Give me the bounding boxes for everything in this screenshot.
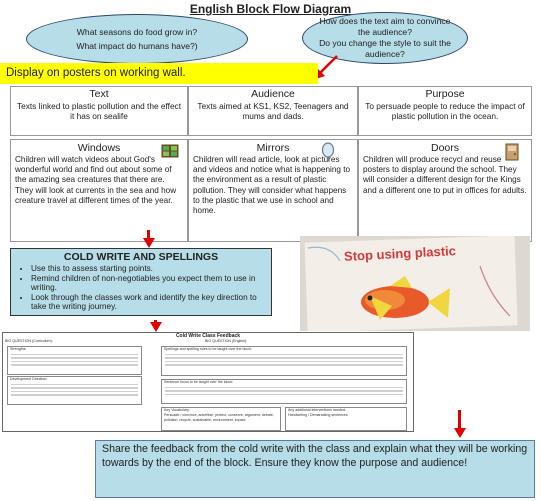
page-title: English Block Flow Diagram [189, 2, 352, 16]
audience-body: Texts aimed at KS1, KS2, Teenagers and m… [197, 101, 349, 121]
text-heading: Text [89, 88, 109, 100]
mirror-icon [321, 142, 335, 161]
spelling-label: Spellings and spelling rules to be taugh… [164, 347, 252, 351]
cold-write-list: Use this to assess starting points. Remi… [11, 264, 271, 312]
windows-heading: Windows [77, 142, 121, 154]
mirrors-cell: Mirrors Children will read article, look… [188, 139, 358, 242]
cold-write-bullet: Look through the classes work and identi… [31, 293, 267, 312]
share-feedback-box: Share the feedback from the cold write w… [95, 440, 535, 498]
cold-write-box: COLD WRITE AND SPELLINGS Use this to ass… [10, 248, 272, 316]
poster-image [300, 236, 530, 331]
question-oval-right: How does the text aim to convince the au… [302, 12, 468, 64]
purpose-cell: Purpose To persuade people to reduce the… [358, 86, 532, 136]
door-icon [505, 143, 519, 161]
windows-body: Children will watch videos about God's w… [15, 155, 177, 205]
extra-items: Handwriting / Demarcating sentences [288, 413, 348, 417]
oval-left-line1: What seasons do food grow in? [76, 26, 198, 37]
spelling-box: Spellings and spelling rules to be taugh… [161, 346, 407, 376]
mirrors-body: Children will read article, look at pict… [193, 155, 351, 216]
strengths-box: Strengths: [7, 346, 142, 375]
strengths-label: Strengths: [10, 347, 27, 351]
poster-photo: Stop using plastic [300, 236, 530, 331]
mirrors-heading: Mirrors [256, 142, 290, 154]
oval-right-line1: How does the text aim to convince the au… [319, 16, 451, 37]
red-arrow-down-2-head [149, 322, 162, 332]
windows-cell: Windows Children will watch videos about… [10, 139, 188, 242]
feedback-q-right: BIG QUESTION (English): [205, 339, 248, 343]
vocab-label: Key Vocabulary: [164, 408, 190, 412]
feedback-sheet-title: Cold Write Class Feedback [175, 333, 241, 339]
development-box: Development Direction: [7, 376, 142, 405]
vocab-words: Persuade / convince, advertise, protect,… [164, 413, 274, 422]
text-body: Texts linked to plastic pollution and th… [16, 101, 182, 121]
red-arrow-down-1 [147, 230, 150, 240]
sentence-label: Sentence focus to be taught over the blo… [164, 380, 234, 384]
development-label: Development Direction: [10, 377, 48, 381]
red-arrow-down-3 [458, 410, 461, 432]
doors-cell: Doors Children will produce recycl and r… [358, 139, 532, 242]
feedback-sheet-thumbnail: Cold Write Class Feedback BIG QUESTION (… [2, 332, 414, 432]
cold-write-heading: COLD WRITE AND SPELLINGS [63, 251, 219, 263]
feedback-q-left: BIG QUESTION (Curriculum): [5, 339, 53, 343]
display-banner: Display on posters on working wall. [0, 63, 318, 84]
sentence-box: Sentence focus to be taught over the blo… [161, 379, 407, 404]
window-icon [161, 144, 179, 158]
doors-body: Children will produce recycl and reuse p… [363, 155, 527, 195]
question-oval-left: What seasons do food grow in? What impac… [26, 14, 248, 64]
purpose-body: To persuade people to reduce the impact … [365, 101, 525, 121]
extra-label: Any additional interventions needed: [288, 408, 346, 412]
red-arrow-down-1-head [142, 238, 155, 248]
cold-write-bullet: Use this to assess starting points. [31, 264, 267, 274]
vocab-box: Key Vocabulary: Persuade / convince, adv… [161, 407, 281, 431]
cold-write-bullet: Remind children of non-negotiables you e… [31, 274, 267, 293]
oval-left-line2: What impact do humans have?) [76, 40, 198, 51]
red-arrow-down-3-head [453, 428, 466, 438]
audience-heading: Audience [251, 88, 295, 100]
audience-cell: Audience Texts aimed at KS1, KS2, Teenag… [188, 86, 358, 136]
text-cell: Text Texts linked to plastic pollution a… [10, 86, 188, 136]
doors-heading: Doors [430, 142, 459, 154]
oval-right-line2: Do you change the style to suit the audi… [319, 38, 451, 59]
extra-box: Any additional interventions needed: Han… [285, 407, 407, 431]
purpose-heading: Purpose [425, 88, 465, 100]
